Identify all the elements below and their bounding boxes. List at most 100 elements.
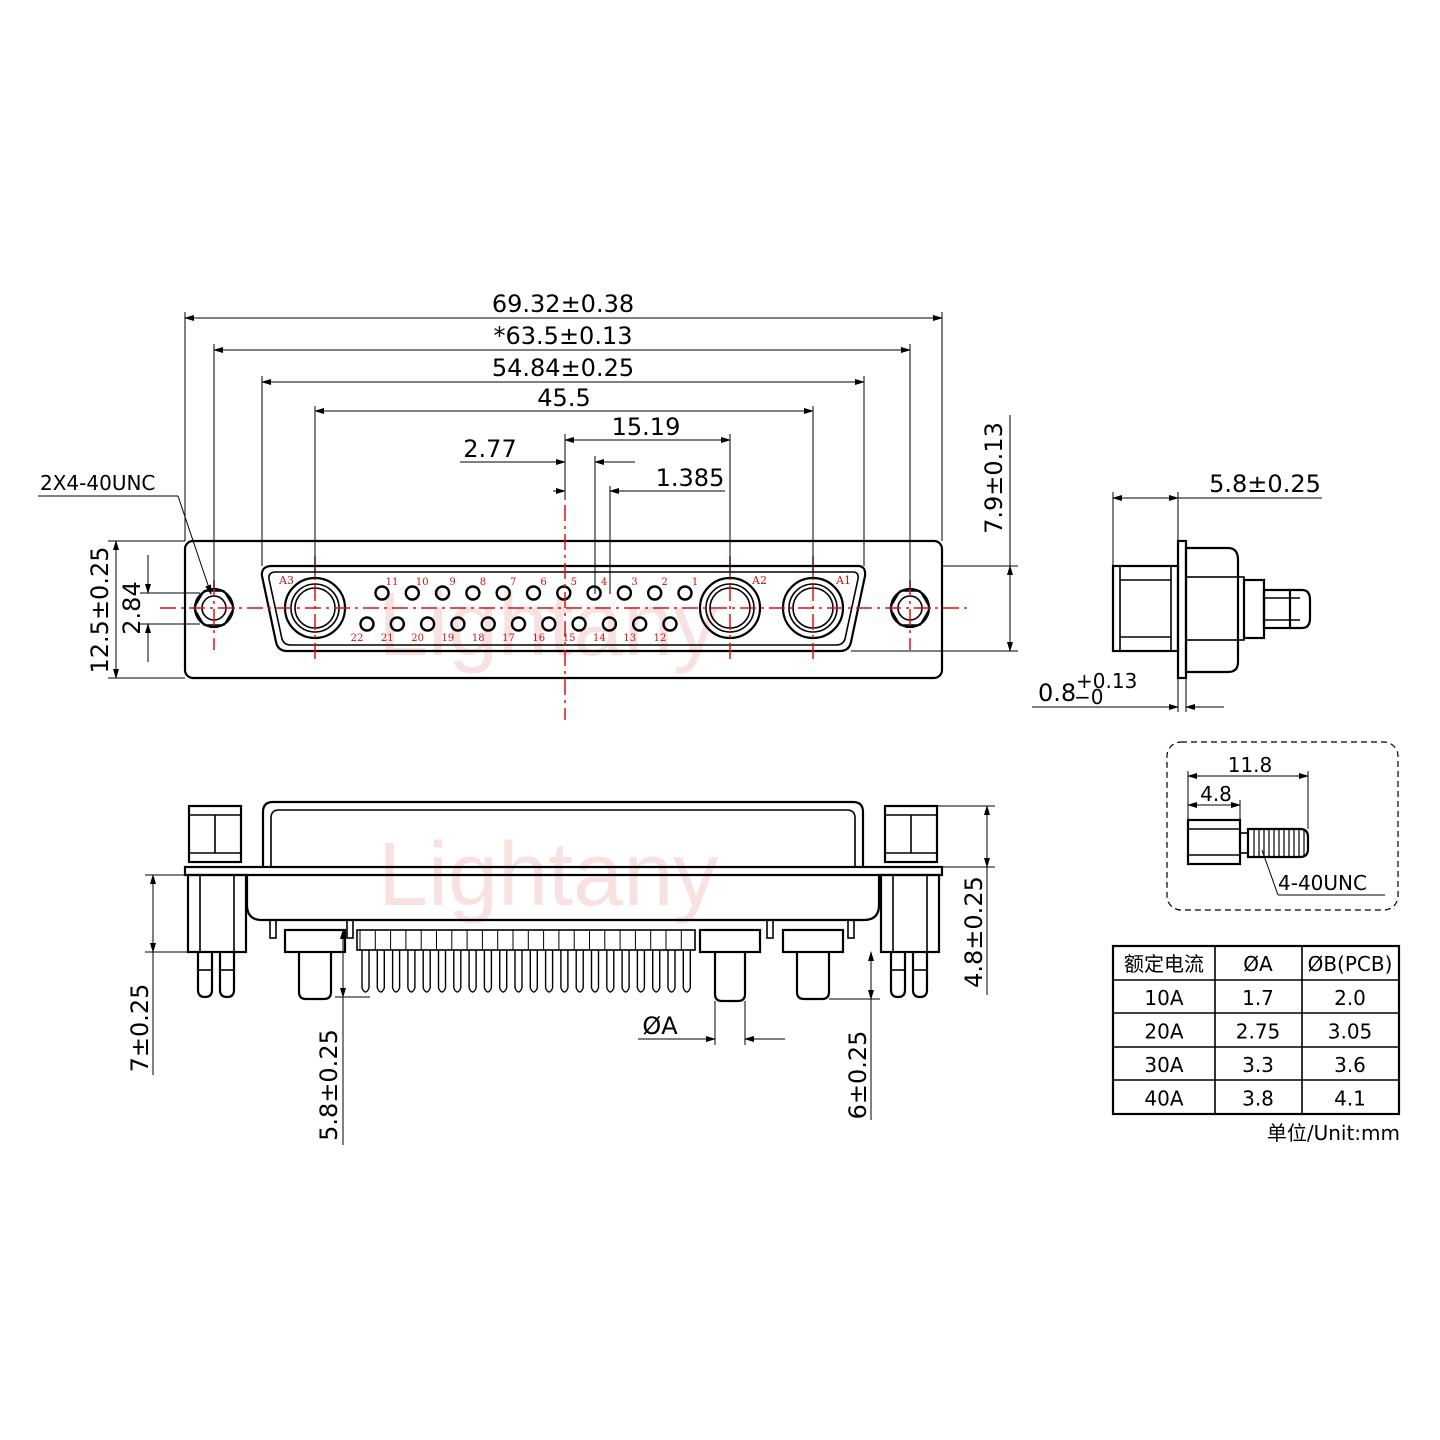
svg-text:54.84±0.25: 54.84±0.25 (492, 354, 634, 382)
dim-pitch: 2.77 (460, 435, 635, 594)
dim-right-height: 7.9±0.13 (851, 415, 1018, 652)
pcb-signal-pin (589, 930, 600, 993)
dim-flange-thickness: 0.8 +0.13 −0 (1032, 669, 1224, 712)
pcb-signal-pin (634, 930, 646, 993)
dim-height: 12.5±0.25 (86, 540, 185, 679)
pin-label-17: 17 (502, 633, 515, 644)
svg-text:7.9±0.13: 7.9±0.13 (980, 422, 1008, 534)
dim-shell-width: 54.84±0.25 (261, 354, 865, 566)
pin-label-11: 11 (386, 577, 399, 588)
table-cell: 3.3 (1242, 1053, 1274, 1077)
left-post-leg-2 (218, 952, 236, 999)
svg-text:11.8: 11.8 (1228, 753, 1273, 777)
a3-pcb-pin (297, 952, 333, 1001)
pin-label-8: 8 (480, 577, 486, 588)
signal-pin-6: 6 (525, 577, 547, 601)
pcb-signal-pin (558, 930, 569, 993)
a1-contact-body (781, 928, 845, 954)
signal-pin-10: 10 (404, 577, 429, 601)
label-a2: A2 (751, 574, 767, 587)
dim-signal-pin: 5.8±0.25 (315, 929, 370, 1145)
dim-mount-hole-pitch: *63.5±0.13 (213, 322, 911, 589)
pin-label-5: 5 (571, 577, 577, 588)
pin-label-6: 6 (540, 577, 546, 588)
signal-pin-17: 17 (502, 616, 527, 644)
svg-text:*63.5±0.13: *63.5±0.13 (494, 322, 633, 350)
dim-left-post: 7±0.25 (126, 874, 188, 1075)
pin-label-2: 2 (662, 577, 668, 588)
right-post-leg-2 (911, 952, 929, 999)
dim-screw-length: 11.8 (1187, 753, 1309, 829)
label-a1: A1 (835, 574, 851, 587)
svg-text:0.8: 0.8 (1038, 679, 1076, 707)
signal-pin-16: 16 (532, 616, 557, 644)
left-post-leg-1 (196, 952, 214, 999)
table-cell: 3.6 (1334, 1053, 1366, 1077)
bottom-view: 7±0.25 5.8±0.25 6±0.25 4.8±0.25 ØA (126, 800, 995, 1145)
signal-pin-housing (356, 929, 696, 951)
pcb-signal-pin (436, 930, 447, 993)
signal-pin-22: 22 (351, 616, 375, 644)
signal-pin-11: 11 (374, 577, 399, 601)
table-header-current: 额定电流 (1124, 952, 1204, 976)
detail-hex-nut (1186, 818, 1242, 866)
pin-label-16: 16 (532, 633, 545, 644)
side-view: 5.8±0.25 0.8 +0.13 −0 (1032, 470, 1322, 712)
front-shell (260, 564, 867, 653)
svg-text:15.19: 15.19 (612, 413, 681, 441)
pcb-signal-pin (665, 930, 676, 993)
bottom-body (245, 875, 881, 922)
signal-pin-2: 2 (647, 577, 668, 601)
bottom-shell-top (261, 800, 865, 867)
svg-text:2.84: 2.84 (118, 581, 146, 634)
svg-text:12.5±0.25: 12.5±0.25 (86, 547, 114, 674)
pcb-signal-pin (466, 930, 477, 993)
bottom-signal-pins (359, 930, 691, 993)
pin-label-15: 15 (563, 633, 576, 644)
a3-contact-body (283, 928, 347, 954)
signal-pin-21: 21 (381, 616, 405, 644)
table-cell: 30A (1144, 1053, 1183, 1077)
table-cell: 3.8 (1242, 1087, 1274, 1111)
table-cell: 2.0 (1334, 986, 1366, 1010)
signal-pin-19: 19 (442, 616, 466, 644)
pin-label-12: 12 (654, 633, 667, 644)
table-header-diameter-b: ØB(PCB) (1308, 952, 1393, 976)
thread-callout: 2X4-40UNC (38, 471, 212, 595)
bottom-flange (183, 865, 944, 877)
right-hex-standoff (883, 804, 939, 864)
pin-label-21: 21 (381, 633, 394, 644)
side-shell (1184, 546, 1240, 674)
pcb-signal-pin (374, 930, 385, 993)
right-post-leg-1 (889, 952, 907, 999)
svg-text:2X4-40UNC: 2X4-40UNC (40, 471, 155, 495)
table-cell: 3.05 (1328, 1020, 1373, 1044)
pin-label-7: 7 (510, 577, 516, 588)
signal-pin-3: 3 (616, 577, 638, 601)
unit-note: 单位/Unit:mm (1267, 1121, 1400, 1145)
signal-pin-12: 12 (654, 616, 678, 644)
front-flange (183, 539, 944, 680)
svg-text:ØA: ØA (642, 1012, 678, 1040)
pcb-signal-pin (680, 930, 691, 993)
svg-text:4.8: 4.8 (1200, 782, 1232, 806)
signal-pin-14: 14 (593, 616, 618, 644)
signal-pin-20: 20 (411, 616, 436, 644)
svg-text:7±0.25: 7±0.25 (126, 984, 154, 1073)
svg-text:5.8±0.25: 5.8±0.25 (315, 1029, 343, 1141)
side-flange (1176, 539, 1188, 680)
svg-text:2.77: 2.77 (463, 435, 516, 463)
pcb-signal-pin (650, 930, 661, 993)
svg-text:45.5: 45.5 (537, 384, 590, 412)
dim-right-post: 4.8±0.25 (937, 805, 995, 995)
svg-text:−0: −0 (1074, 685, 1103, 709)
right-post (879, 873, 941, 954)
dim-power-contact-span: 45.5 (314, 384, 814, 578)
dim-screw-hex: 4.8 (1187, 782, 1241, 820)
a2-contact-body (698, 928, 762, 954)
pcb-signal-pin (604, 930, 615, 993)
signal-pin-9: 9 (434, 577, 456, 601)
